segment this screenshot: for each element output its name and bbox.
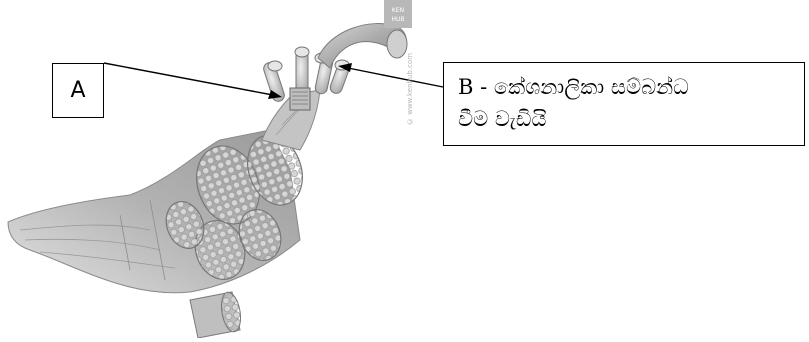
label-b-line2: වීම වැඩියි <box>458 103 804 135</box>
upper-curved-tendon <box>318 24 407 68</box>
logo-text-top: KEN <box>392 7 404 14</box>
pointer-line-a <box>104 63 278 96</box>
pointer-line-b <box>343 67 443 87</box>
label-a-text: A <box>70 78 85 103</box>
label-b-line1: B - කේශනාලිකා සම්බන්ධ <box>458 71 804 103</box>
kenhub-credit-text: © www.kenhub.com <box>406 45 418 125</box>
logo-text-bottom: HUB <box>391 16 404 23</box>
fibre-bundle <box>262 47 351 150</box>
kenhub-logo <box>384 0 412 28</box>
label-box-b: B - කේශනාලිකා සම්බන්ධ වීම වැඩියි <box>443 62 805 146</box>
label-box-a: A <box>52 63 104 118</box>
lower-tendon <box>190 291 243 338</box>
